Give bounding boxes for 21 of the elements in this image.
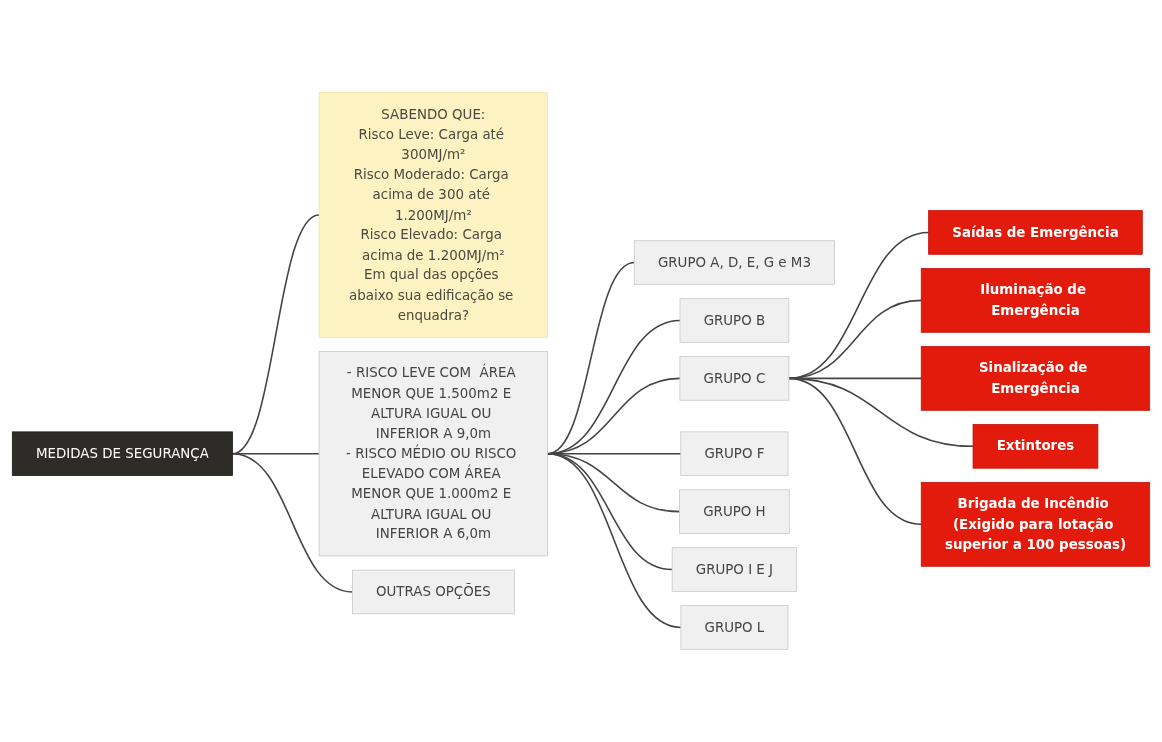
node-box: GRUPO A, D, E, G e M3	[633, 240, 835, 285]
connector	[231, 452, 354, 593]
node-box: GRUPO F	[680, 431, 789, 476]
node-box: Saídas de Emergência	[928, 210, 1143, 255]
node-box: Iluminação de Emergência	[920, 268, 1151, 333]
connector	[788, 231, 930, 380]
connector	[788, 377, 923, 526]
node-box: GRUPO L	[680, 605, 789, 650]
node-box: OUTRAS OPÇÕES	[352, 569, 515, 615]
connector	[546, 452, 682, 629]
connector	[788, 299, 923, 380]
node-box: Brigada de Incêndio (Exigido para lotação superior a 100 pessoas)	[920, 481, 1151, 567]
node-box: GRUPO I E J	[671, 547, 798, 592]
node-box: - RISCO LEVE COM ÁREA MENOR QUE 1.500m2 E ALTURA IGUAL OU INFERIOR A 9,0m - RISCO MÉDIO OU RISCO ELEVADO COM ÁREA MENOR QUE 1.000m2 E ALTURA IGUAL OU INFERIOR A 6,0m	[318, 351, 548, 557]
node-box: GRUPO H	[679, 489, 790, 534]
node-box: Sinalização de Emergência	[920, 346, 1151, 411]
node-box: GRUPO C	[679, 356, 790, 401]
node-box: SABENDO QUE: Risco Leve: Carga até 300MJ/m² Risco Moderado: Carga acima de 300 até 1.200MJ/m² Risco Elevado: Carga acima de 1.200MJ/m² Em qual das opções abaixo sua edificação se enquadra?	[318, 92, 548, 338]
node-box: GRUPO B	[679, 298, 790, 343]
node-box: MEDIDAS DE SEGURANÇA	[11, 431, 233, 476]
node-box: Extintores	[972, 424, 1099, 469]
